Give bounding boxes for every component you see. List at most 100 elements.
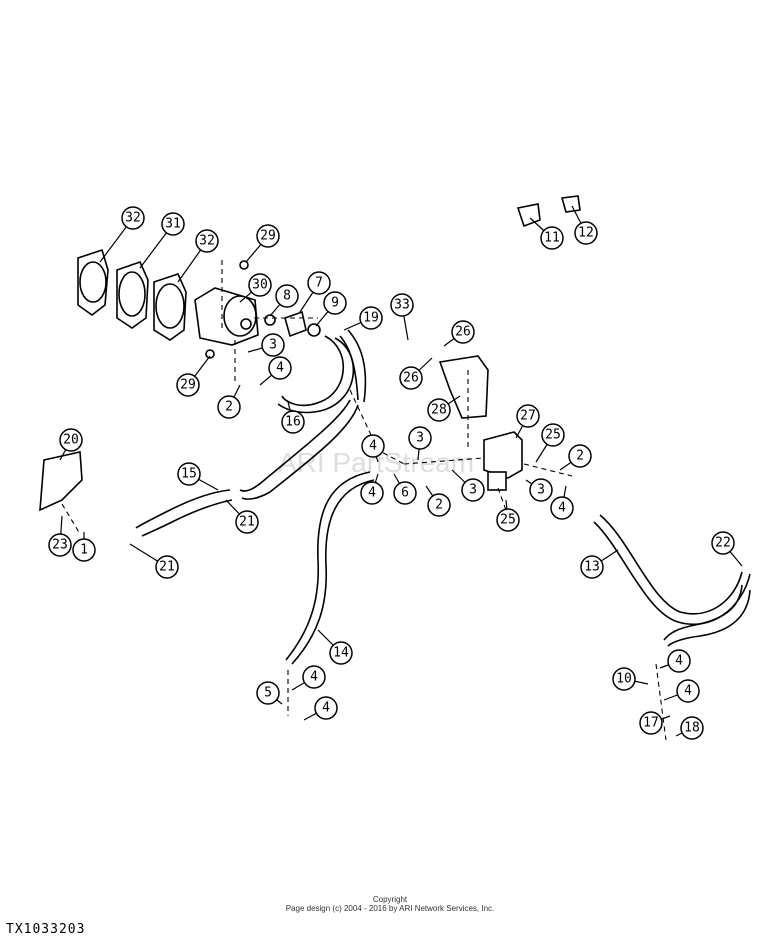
callout-12: 12 (571, 205, 598, 245)
callout-circle (314, 696, 338, 720)
callout-number: 12 (578, 226, 594, 241)
callout-number: 2 (576, 449, 584, 464)
callout-circle (261, 333, 285, 357)
callout-11: 11 (529, 217, 564, 250)
callout-4: 4 (303, 696, 338, 721)
callout-circle (580, 555, 604, 579)
callout-circle (361, 434, 385, 458)
callout-number: 28 (431, 403, 447, 418)
callout-4: 4 (259, 356, 292, 386)
callout-circle (275, 284, 299, 308)
callout-circle (323, 291, 347, 315)
callout-number: 2 (225, 400, 233, 415)
callout-number: 7 (315, 276, 323, 291)
callout-number: 6 (401, 486, 409, 501)
callout-number: 3 (469, 483, 477, 498)
callout-number: 14 (333, 646, 349, 661)
callout-circle (307, 271, 331, 295)
callout-number: 21 (239, 515, 255, 530)
callout-number: 26 (455, 325, 471, 340)
callout-number: 3 (269, 338, 277, 353)
callout-25: 25 (535, 423, 565, 463)
callout-number: 4 (322, 701, 330, 716)
callout-number: 19 (363, 311, 379, 326)
callout-number: 16 (285, 415, 301, 430)
callout-number: 26 (403, 371, 419, 386)
callout-25: 25 (496, 499, 520, 532)
callout-number: 15 (181, 467, 197, 482)
callout-number: 3 (537, 483, 545, 498)
callout-number: 5 (264, 686, 272, 701)
callout-19: 19 (343, 306, 383, 331)
callout-number: 9 (331, 296, 339, 311)
callout-number: 29 (260, 229, 276, 244)
callout-circle (256, 681, 280, 705)
callout-number: 29 (180, 378, 196, 393)
callout-23: 23 (48, 515, 72, 557)
callout-4: 4 (291, 665, 326, 691)
callout-circle (399, 366, 423, 390)
callout-circle (359, 306, 383, 330)
callout-circle (451, 320, 475, 344)
callout-27: 27 (515, 404, 540, 439)
callout-number: 27 (520, 409, 536, 424)
callout-circle (248, 273, 272, 297)
callout-circle (574, 221, 598, 245)
callout-circle (676, 679, 700, 703)
callout-number: 17 (643, 716, 659, 731)
callout-circle (177, 462, 201, 486)
callout-circle (496, 508, 520, 532)
callout-circle (217, 395, 241, 419)
callout-30: 30 (239, 273, 272, 303)
callout-circle (176, 373, 200, 397)
callout-28: 28 (427, 395, 461, 422)
callout-circle (360, 481, 384, 505)
callout-6: 6 (393, 473, 417, 505)
callout-20: 20 (59, 428, 83, 461)
callout-2: 2 (425, 485, 451, 517)
callout-18: 18 (675, 716, 704, 740)
callout-circle (639, 711, 663, 735)
callout-circle (408, 426, 432, 450)
callout-26: 26 (443, 320, 475, 347)
callout-number: 3 (416, 431, 424, 446)
callout-circle (281, 410, 305, 434)
callout-4: 4 (360, 473, 384, 505)
pump-assembly (77, 248, 321, 359)
callout-number: 32 (199, 234, 215, 249)
reference-lines (61, 260, 667, 741)
callout-3: 3 (525, 478, 553, 502)
callout-14: 14 (317, 629, 353, 665)
callout-circle (161, 212, 185, 236)
callout-number: 2 (435, 498, 443, 513)
callout-circle (302, 665, 326, 689)
callout-16: 16 (281, 401, 305, 434)
callout-circle (461, 478, 485, 502)
callout-33: 33 (390, 293, 414, 341)
callout-circle (390, 293, 414, 317)
callout-circle (568, 444, 592, 468)
valve-assembly (39, 195, 581, 512)
callout-circle (155, 555, 179, 579)
callout-1: 1 (72, 532, 96, 562)
callout-number: 4 (558, 501, 566, 516)
copyright-block: Copyright Page design (c) 2004 - 2016 by… (0, 895, 780, 913)
callout-circle (711, 531, 735, 555)
callout-number: 4 (369, 439, 377, 454)
callout-21: 21 (225, 499, 259, 534)
callout-4: 4 (663, 679, 700, 703)
callout-circle (516, 404, 540, 428)
callout-number: 31 (165, 217, 181, 232)
page-design-notice: Page design (c) 2004 - 2016 by ARI Netwo… (285, 904, 495, 913)
callout-2: 2 (217, 384, 241, 419)
callout-26: 26 (399, 357, 433, 390)
callout-circle (667, 649, 691, 673)
hose-lines (135, 329, 751, 665)
callout-circle (550, 496, 574, 520)
callout-4: 4 (361, 434, 385, 463)
callout-number: 4 (310, 670, 318, 685)
callout-4: 4 (659, 649, 691, 673)
callout-7: 7 (299, 271, 331, 313)
